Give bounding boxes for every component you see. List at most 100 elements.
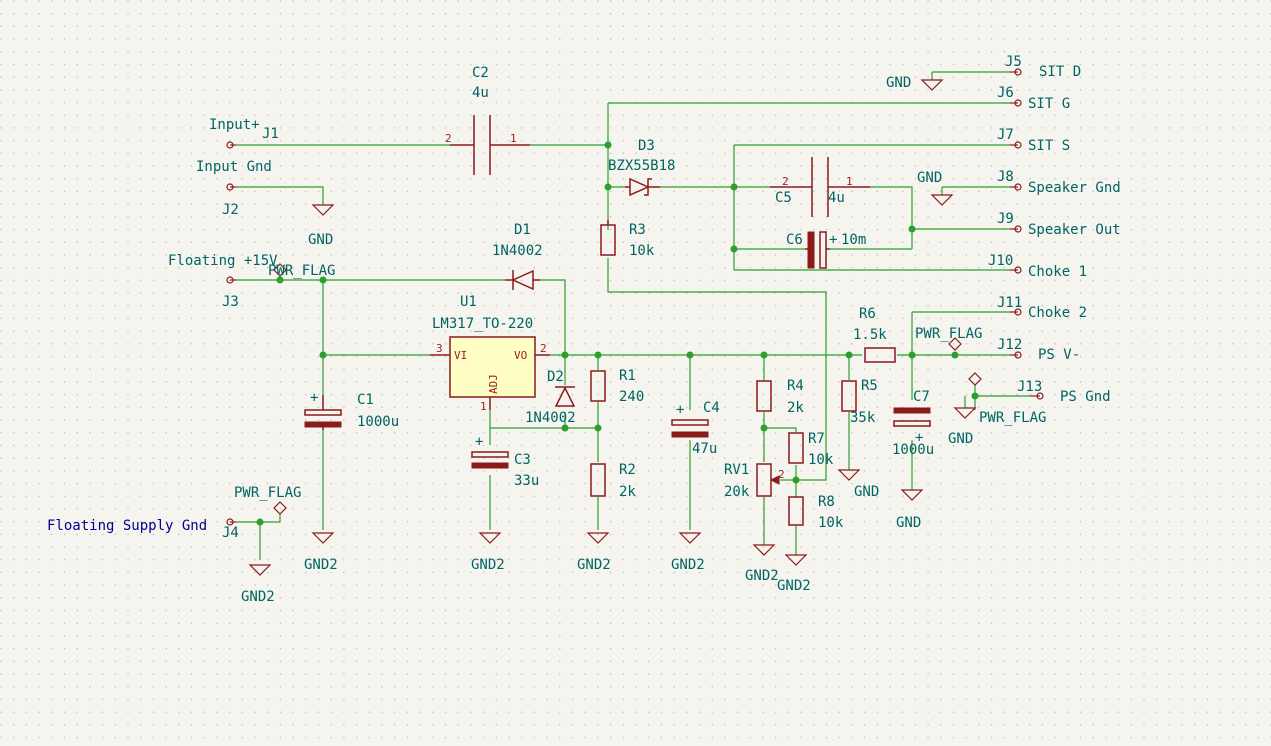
pin-c5-1: 1 [846, 175, 853, 188]
pin-u1-1: 1 [480, 400, 487, 413]
pin-rv1-2: 2 [778, 468, 785, 481]
ref-j12: J12 [997, 337, 1022, 353]
ref-r6: R6 [859, 306, 876, 322]
value-c7: 1000u [892, 442, 934, 458]
ref-d2: D2 [547, 369, 564, 385]
wires [236, 71, 1030, 560]
pin-c5-2: 2 [782, 175, 789, 188]
junctions [256, 141, 979, 526]
resistor-r4[interactable] [756, 380, 772, 412]
pwr-flag-label-j3: PWR_FLAG [268, 263, 335, 279]
ref-c6: C6 [786, 232, 803, 248]
resistor-r8[interactable] [788, 496, 804, 526]
label-choke-2: Choke 2 [1028, 305, 1087, 321]
ref-c4: C4 [703, 400, 720, 416]
value-d2: 1N4002 [525, 410, 576, 426]
value-c5: 4u [828, 190, 845, 206]
ref-c3: C3 [514, 452, 531, 468]
ref-u1: U1 [460, 294, 477, 310]
ref-r2: R2 [619, 462, 636, 478]
ref-rv1: RV1 [724, 462, 749, 478]
plus-c7: + [915, 430, 923, 446]
ref-r4: R4 [787, 378, 804, 394]
pwr-flag-symbols [273, 263, 982, 515]
ref-c5: C5 [775, 190, 792, 206]
u1-pin-adj: ADJ [487, 374, 500, 394]
value-r7: 10k [808, 452, 834, 468]
ref-c7: C7 [913, 389, 930, 405]
ref-j13: J13 [1017, 379, 1042, 395]
capacitor-c5[interactable] [770, 157, 870, 217]
ref-j6: J6 [997, 85, 1014, 101]
u1-pin-vi: VI [454, 349, 467, 362]
plus-c3: + [475, 434, 483, 450]
label-input-gnd: Input Gnd [196, 159, 272, 175]
value-c4: 47u [692, 441, 717, 457]
ground-symbols [248, 79, 977, 576]
ref-d3: D3 [638, 138, 655, 154]
label-ps-v-minus: PS V- [1038, 347, 1080, 363]
value-c6: 10m [841, 232, 866, 248]
potentiometer-rv1[interactable] [756, 463, 780, 497]
value-d3: BZX55B18 [608, 158, 675, 174]
pwr-flag-label-j12: PWR_FLAG [915, 326, 982, 342]
label-ps-gnd: PS Gnd [1060, 389, 1111, 405]
resistor-r1[interactable] [590, 370, 606, 402]
ref-j8: J8 [997, 169, 1014, 185]
label-sit-s: SIT S [1028, 138, 1070, 154]
capacitor-c4[interactable] [671, 419, 709, 438]
ref-r5: R5 [861, 378, 878, 394]
capacitor-c7[interactable] [893, 407, 931, 427]
value-r6: 1.5k [853, 327, 887, 343]
value-r5: 35k [850, 410, 876, 426]
ref-r8: R8 [818, 494, 835, 510]
gnd-label-j13: GND [948, 431, 973, 447]
resistor-r5[interactable] [841, 380, 857, 412]
pin-u1-2: 2 [540, 342, 547, 355]
capacitor-c3[interactable] [471, 451, 509, 469]
resistor-r7[interactable] [788, 432, 804, 464]
label-choke-1: Choke 1 [1028, 264, 1087, 280]
label-input-plus: Input+ [209, 117, 260, 133]
value-rv1: 20k [724, 484, 750, 500]
label-floating-15v: Floating +15V [168, 253, 278, 269]
pwr-flag-label-j13: PWR_FLAG [979, 410, 1046, 426]
gnd2-label-rv1: GND2 [745, 568, 779, 584]
ref-d1: D1 [514, 222, 531, 238]
value-r2: 2k [619, 484, 636, 500]
ref-r7: R7 [808, 431, 825, 447]
regulator-u1[interactable] [430, 336, 550, 410]
pin-u1-3: 3 [436, 342, 443, 355]
ref-r3: R3 [629, 222, 646, 238]
ref-j7: J7 [997, 127, 1014, 143]
plus-c4: + [676, 402, 684, 418]
gnd2-label-c4: GND2 [671, 557, 705, 573]
value-r8: 10k [818, 515, 844, 531]
capacitor-c2[interactable] [450, 115, 530, 175]
value-d1: 1N4002 [492, 243, 543, 259]
resistor-r6[interactable] [864, 347, 896, 363]
capacitor-c6[interactable] [805, 231, 830, 269]
gnd-label-r5: GND [854, 484, 879, 500]
value-r3: 10k [629, 243, 655, 259]
gnd-label-c7: GND [896, 515, 921, 531]
gnd2-label-j4: GND2 [241, 589, 275, 605]
ref-j3: J3 [222, 294, 239, 310]
ref-j1: J1 [262, 126, 279, 142]
diode-d2[interactable] [554, 386, 576, 407]
capacitor-c1[interactable] [304, 395, 342, 430]
value-c1: 1000u [357, 414, 399, 430]
connector-pins [226, 68, 1044, 526]
gnd-label-j2: GND [308, 232, 333, 248]
label-speaker-out: Speaker Out [1028, 222, 1121, 238]
label-sit-d: SIT D [1039, 64, 1081, 80]
u1-pin-vo: VO [514, 349, 527, 362]
ref-j10: J10 [988, 253, 1013, 269]
resistor-r3[interactable] [600, 220, 616, 256]
zener-diode-d3[interactable] [625, 177, 660, 197]
diode-d1[interactable] [505, 269, 540, 291]
resistor-r2[interactable] [590, 463, 606, 497]
ref-c1: C1 [357, 392, 374, 408]
label-speaker-gnd: Speaker Gnd [1028, 180, 1121, 196]
